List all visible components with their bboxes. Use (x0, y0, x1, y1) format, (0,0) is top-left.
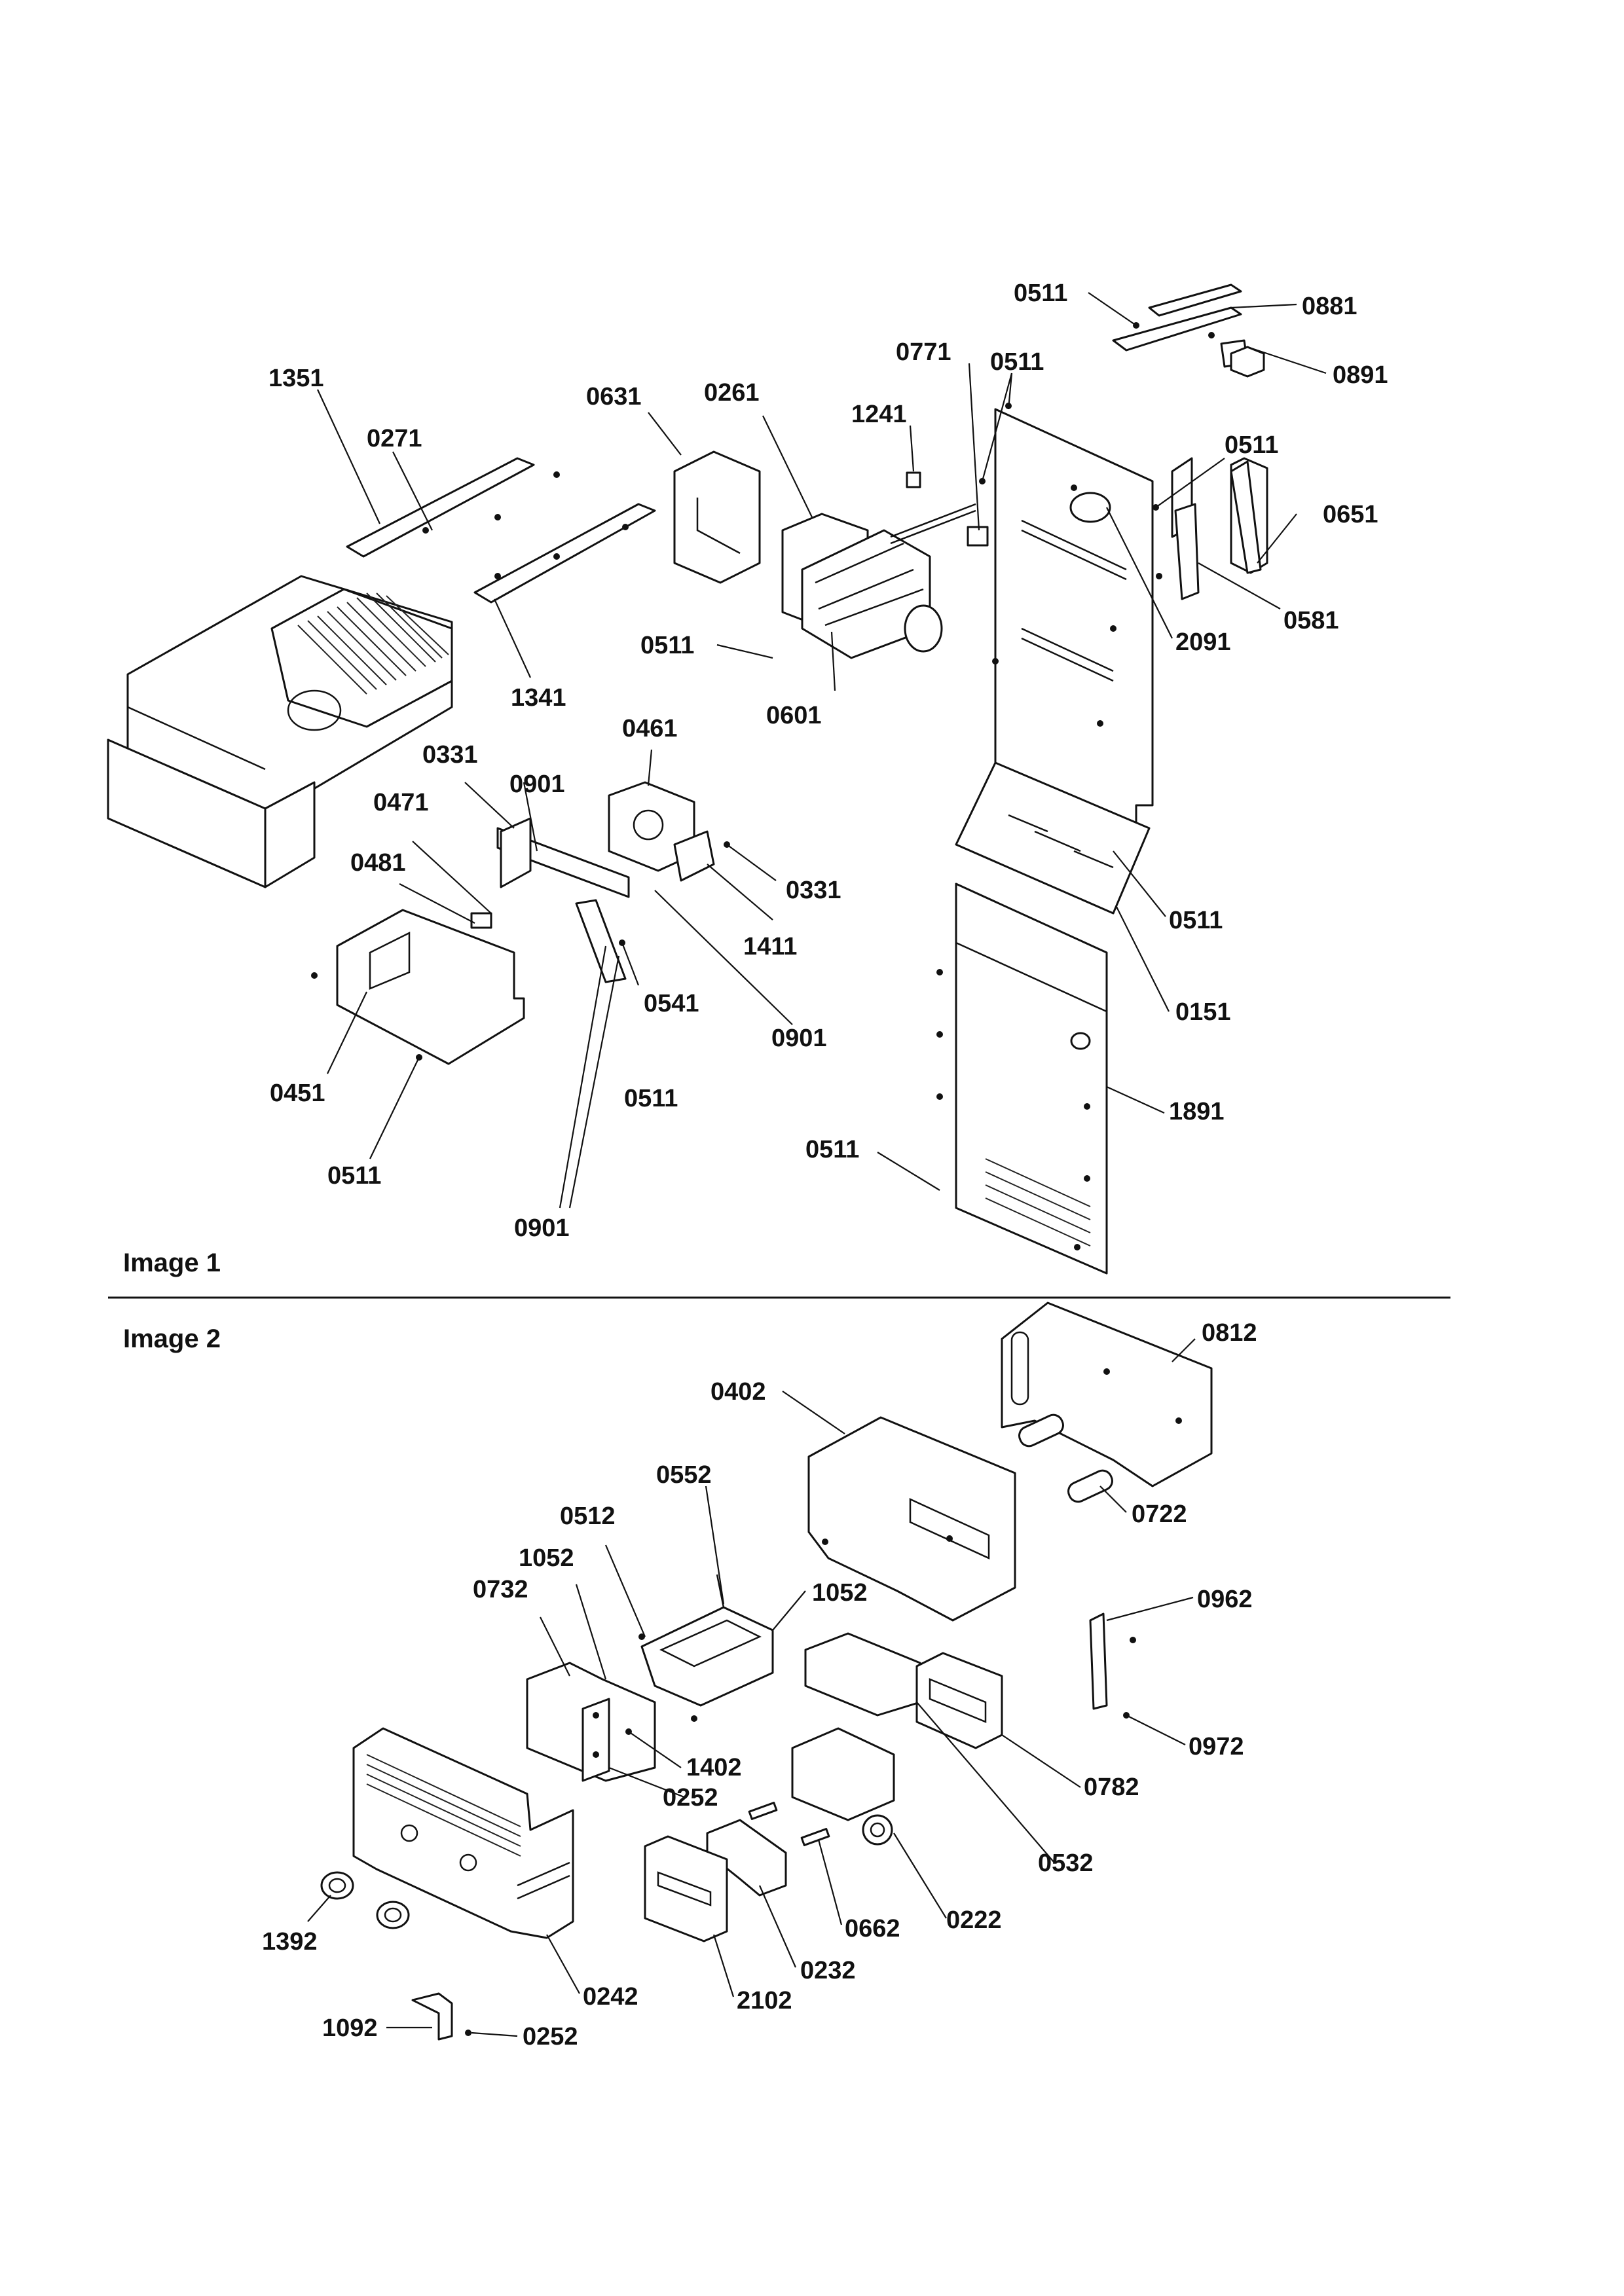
spacers-0722 (1018, 1413, 1113, 1503)
auger-motor-assembly (470, 781, 730, 983)
callout-label: 0511 (327, 1162, 381, 1190)
callout-label: 1411 (743, 933, 797, 960)
callout-label: 1402 (686, 1754, 742, 1781)
front-panel-0242 (352, 1727, 574, 1939)
plate-2102 (644, 1835, 728, 1942)
bracket-0881 (1148, 283, 1242, 317)
callout-label: 1241 (851, 401, 907, 428)
callout-label: 0631 (586, 383, 642, 410)
callout-label: 0222 (946, 1906, 1002, 1934)
housing-0732 (526, 1662, 656, 1782)
ice-bin (107, 575, 453, 888)
callout-label: 0252 (523, 2023, 578, 2050)
callout-label: 0891 (1333, 361, 1388, 389)
callout-label: 2091 (1175, 629, 1231, 656)
callout-label: 0451 (270, 1080, 325, 1107)
rail-1341 (473, 503, 656, 604)
callout-label: 1092 (322, 2014, 378, 2042)
frame-0782 (915, 1652, 1003, 1749)
callout-label: 1891 (1169, 1098, 1225, 1125)
panel-1891 (936, 883, 1108, 1275)
callout-label: 0232 (800, 1957, 856, 1984)
rail-1351 (346, 457, 535, 558)
callout-label: 0662 (845, 1915, 900, 1942)
callout-label: 0461 (622, 715, 678, 742)
callout-label: 1351 (268, 365, 324, 392)
panel-1-parts (107, 283, 1268, 1275)
callout-label: 0511 (624, 1085, 678, 1112)
callout-label: 0782 (1084, 1774, 1139, 1801)
callout-label: 0552 (656, 1461, 712, 1489)
callout-label: 0511 (990, 348, 1044, 376)
callout-label: 0732 (473, 1576, 528, 1603)
callout-label: 0242 (583, 1983, 638, 2011)
callout-label: 1052 (519, 1544, 574, 1572)
callout-label: 0511 (1225, 431, 1278, 459)
callout-label: 0252 (663, 1784, 718, 1812)
callout-label: 0511 (1014, 280, 1067, 307)
callout-label: 0532 (1038, 1850, 1094, 1877)
chute-assembly (638, 1574, 774, 1722)
callout-label: 0331 (422, 741, 478, 769)
callout-label: 0402 (710, 1378, 766, 1406)
callout-label: 0151 (1175, 998, 1231, 1026)
callout-labels: 0511 0881 0771 0511 0891 1351 0271 0631 … (262, 280, 1388, 2050)
icemaker-assembly (781, 503, 976, 659)
callout-label: 0722 (1132, 1501, 1187, 1528)
callout-label: 0651 (1323, 501, 1378, 528)
icemaker-cover (673, 450, 761, 584)
connector-0771 (967, 526, 989, 547)
callout-label: 0481 (350, 849, 406, 877)
back-panel (979, 306, 1268, 833)
callout-label: 0962 (1197, 1586, 1253, 1613)
callout-label: 1392 (262, 1928, 318, 1956)
callout-label: 1341 (511, 684, 566, 712)
callout-label: 0541 (644, 990, 699, 1017)
housing-0402 (807, 1416, 1016, 1622)
clip-1092 (411, 1992, 453, 2041)
callout-label: 0331 (786, 877, 841, 904)
bracket-0581 (1174, 503, 1200, 600)
bracket-0651 (1230, 460, 1262, 574)
panel-2-parts (320, 1302, 1213, 2041)
caption-image-1: Image 1 (123, 1248, 221, 1277)
callout-label: 0261 (704, 379, 760, 407)
shelf-0151 (955, 761, 1151, 915)
callout-label: 0771 (896, 338, 951, 366)
callout-label: 0901 (771, 1025, 827, 1052)
callout-label: 0471 (373, 789, 429, 816)
callout-label: 0901 (509, 771, 565, 798)
clip-1241 (906, 471, 921, 488)
actuator-0222 (748, 1727, 895, 1846)
callout-label: 1052 (812, 1579, 868, 1607)
callout-label: 0601 (766, 702, 822, 729)
callout-label: 0812 (1202, 1319, 1257, 1347)
callout-label: 0511 (640, 632, 694, 659)
callout-label: 0972 (1189, 1733, 1244, 1760)
callout-label: 0511 (1169, 907, 1223, 934)
cover-0451 (311, 909, 525, 1065)
callout-label: 2102 (737, 1987, 792, 2014)
callout-label: 0271 (367, 425, 422, 452)
callout-label: 0581 (1283, 607, 1339, 634)
caption-image-2: Image 2 (123, 1324, 221, 1353)
callout-label: 0512 (560, 1503, 616, 1530)
callout-label: 0901 (514, 1214, 570, 1242)
frame-0532 (804, 1632, 921, 1717)
bracket-0812 (1001, 1302, 1213, 1487)
bracket-0962 (1089, 1613, 1108, 1710)
callout-label: 0511 (805, 1136, 859, 1163)
leader-lines (307, 292, 1327, 2037)
knobs-1392 (320, 1871, 410, 1929)
callout-label: 0881 (1302, 293, 1357, 320)
